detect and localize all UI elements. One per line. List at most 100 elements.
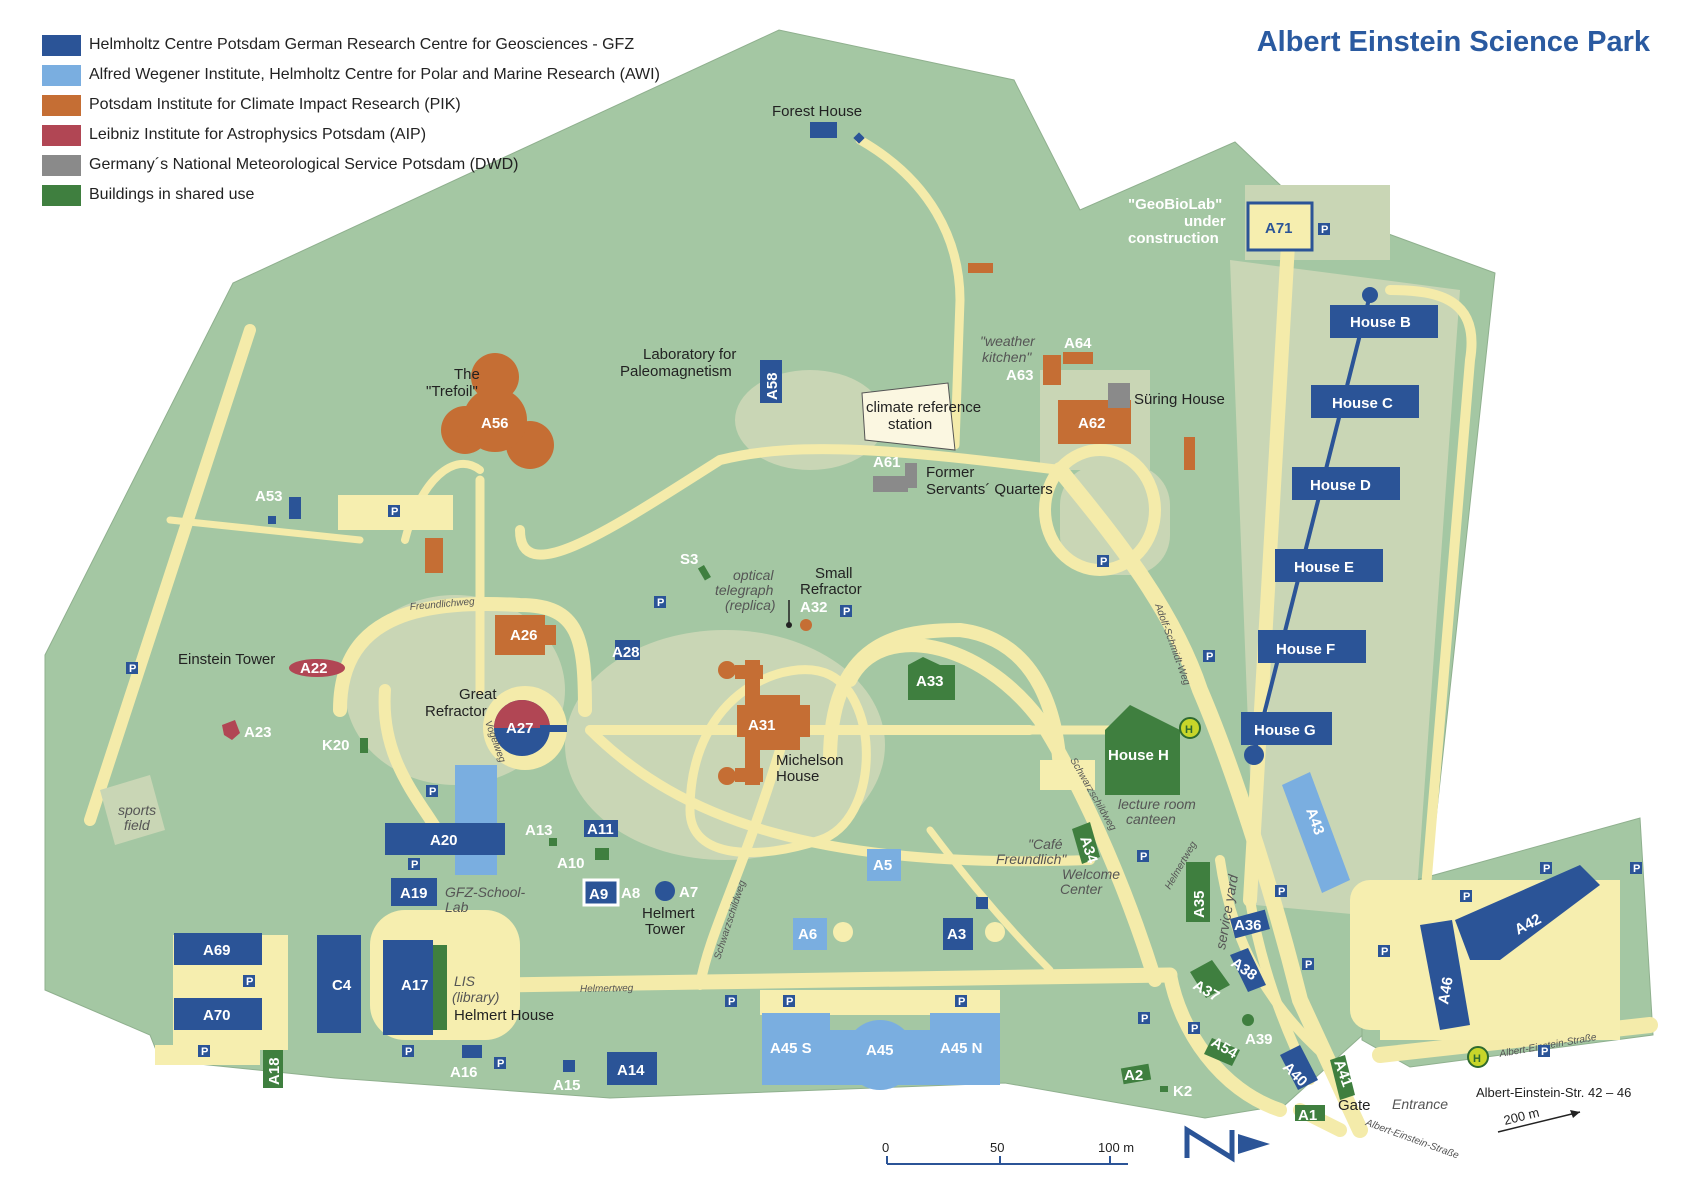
building-a69[interactable] <box>174 933 262 965</box>
parking-p20[interactable]: P <box>1138 1012 1150 1025</box>
building-a39[interactable] <box>1242 1014 1254 1026</box>
building-a18[interactable] <box>263 1050 283 1088</box>
building-a18-label: A18 <box>266 1057 283 1085</box>
building-a71[interactable] <box>1246 201 1314 252</box>
parking-p4[interactable]: P <box>840 605 852 618</box>
parking-p17[interactable]: P <box>1137 850 1149 863</box>
building-a26[interactable] <box>495 615 556 655</box>
legend-label-aip: Leibniz Institute for Astrophysics Potsd… <box>89 126 427 143</box>
building-a64[interactable] <box>1063 352 1093 364</box>
house-e[interactable] <box>1275 549 1383 582</box>
building-a22[interactable] <box>289 659 345 677</box>
house-b-label: House B <box>1350 314 1411 331</box>
parking-p2[interactable]: P <box>126 662 138 675</box>
parking-p26[interactable]: P <box>1538 1045 1550 1058</box>
building-a45-complex[interactable] <box>762 1013 1000 1090</box>
building-a11[interactable] <box>584 820 618 837</box>
house-c[interactable] <box>1311 385 1419 418</box>
building-a9[interactable] <box>582 878 620 907</box>
parking-p19[interactable]: P <box>1302 958 1314 971</box>
parking-p14[interactable]: P <box>1097 555 1109 568</box>
forest-house-building[interactable] <box>810 122 837 138</box>
building-a15[interactable] <box>563 1060 575 1072</box>
building-a45-label: A45 <box>866 1042 894 1059</box>
building-a17[interactable] <box>383 940 433 1035</box>
building-s3[interactable] <box>697 564 711 581</box>
building-a54[interactable] <box>1204 1038 1240 1066</box>
building-c4[interactable] <box>317 935 361 1033</box>
building-a20[interactable] <box>385 823 505 855</box>
climate-reference-station[interactable] <box>861 382 956 451</box>
parking-p22[interactable]: P <box>1540 862 1552 875</box>
bus-stop-house-h[interactable]: H <box>1179 717 1201 739</box>
parking-p25[interactable]: P <box>1378 945 1390 958</box>
building-a5[interactable] <box>867 849 901 881</box>
building-a3-dome <box>985 922 1005 942</box>
great-refractor-label-2: Refractor <box>425 703 487 720</box>
building-a53[interactable] <box>289 497 301 519</box>
suring-house-building[interactable] <box>1108 383 1130 408</box>
building-a40[interactable] <box>1280 1045 1318 1090</box>
parking-p6[interactable]: P <box>408 858 420 871</box>
building-a38[interactable] <box>1230 948 1266 992</box>
building-a37[interactable] <box>1190 960 1230 998</box>
building-a13[interactable] <box>549 838 557 846</box>
parking-p12[interactable]: P <box>783 995 795 1008</box>
building-a70[interactable] <box>174 998 262 1030</box>
building-a36[interactable] <box>1230 909 1270 939</box>
building-a56[interactable] <box>441 353 554 469</box>
building-a14[interactable] <box>607 1052 657 1085</box>
building-a35[interactable] <box>1186 862 1210 922</box>
building-a7[interactable] <box>655 881 675 901</box>
building-a61-label: A61 <box>873 454 901 471</box>
parking-p1[interactable]: P <box>388 505 400 518</box>
parking-p24[interactable]: P <box>1630 862 1642 875</box>
parking-p16[interactable]: P <box>1318 223 1330 236</box>
building-a3[interactable] <box>943 918 973 950</box>
house-f[interactable] <box>1258 630 1366 663</box>
weather-kitchen-label-1: "weather <box>980 333 1036 349</box>
building-a31[interactable] <box>718 660 810 785</box>
building-a16[interactable] <box>462 1045 482 1058</box>
house-g[interactable] <box>1241 712 1332 745</box>
parking-p9[interactable]: P <box>402 1045 414 1058</box>
building-a28[interactable] <box>615 640 640 660</box>
building-a6[interactable] <box>793 918 827 950</box>
building-a32[interactable] <box>800 619 812 631</box>
building-a33[interactable] <box>908 657 955 700</box>
parking-p7[interactable]: P <box>243 975 255 988</box>
building-k20[interactable] <box>360 738 368 753</box>
legend-label-awi: Alfred Wegener Institute, Helmholtz Cent… <box>89 66 660 83</box>
parking-p18[interactable]: P <box>1275 885 1287 898</box>
house-h[interactable] <box>1105 705 1180 795</box>
parking-p23[interactable]: P <box>1460 890 1472 903</box>
parking-p3[interactable]: P <box>654 596 666 609</box>
building-a61[interactable] <box>873 463 917 492</box>
parking-p8[interactable]: P <box>198 1045 210 1058</box>
building-a63[interactable] <box>1043 355 1061 385</box>
parking-p5[interactable]: P <box>426 785 438 798</box>
house-d[interactable] <box>1292 467 1400 500</box>
bus-stop-inset[interactable]: H <box>1467 1046 1489 1068</box>
parking-p13[interactable]: P <box>955 995 967 1008</box>
trefoil-label-2: "Trefoil" <box>426 383 478 400</box>
building-a58[interactable] <box>760 360 782 403</box>
building-a1[interactable] <box>1295 1105 1325 1121</box>
house-b[interactable] <box>1330 305 1438 338</box>
parking-p10[interactable]: P <box>494 1057 506 1070</box>
building-a43[interactable] <box>1282 772 1350 893</box>
house-f-label: House F <box>1276 641 1335 658</box>
building-a23[interactable] <box>222 720 240 740</box>
building-a10[interactable] <box>595 848 609 860</box>
building-a42[interactable] <box>1455 865 1600 960</box>
building-a41[interactable] <box>1330 1055 1355 1100</box>
parking-p15[interactable]: P <box>1203 650 1215 663</box>
building-a34[interactable] <box>1072 822 1100 864</box>
building-a46[interactable] <box>1420 920 1470 1030</box>
parking-p11[interactable]: P <box>725 995 737 1008</box>
building-a2[interactable] <box>1120 1063 1152 1085</box>
einstein-tower-label: Einstein Tower <box>178 651 275 668</box>
building-k2[interactable] <box>1160 1086 1168 1092</box>
parking-p21[interactable]: P <box>1188 1022 1200 1035</box>
building-a19[interactable] <box>391 878 437 906</box>
